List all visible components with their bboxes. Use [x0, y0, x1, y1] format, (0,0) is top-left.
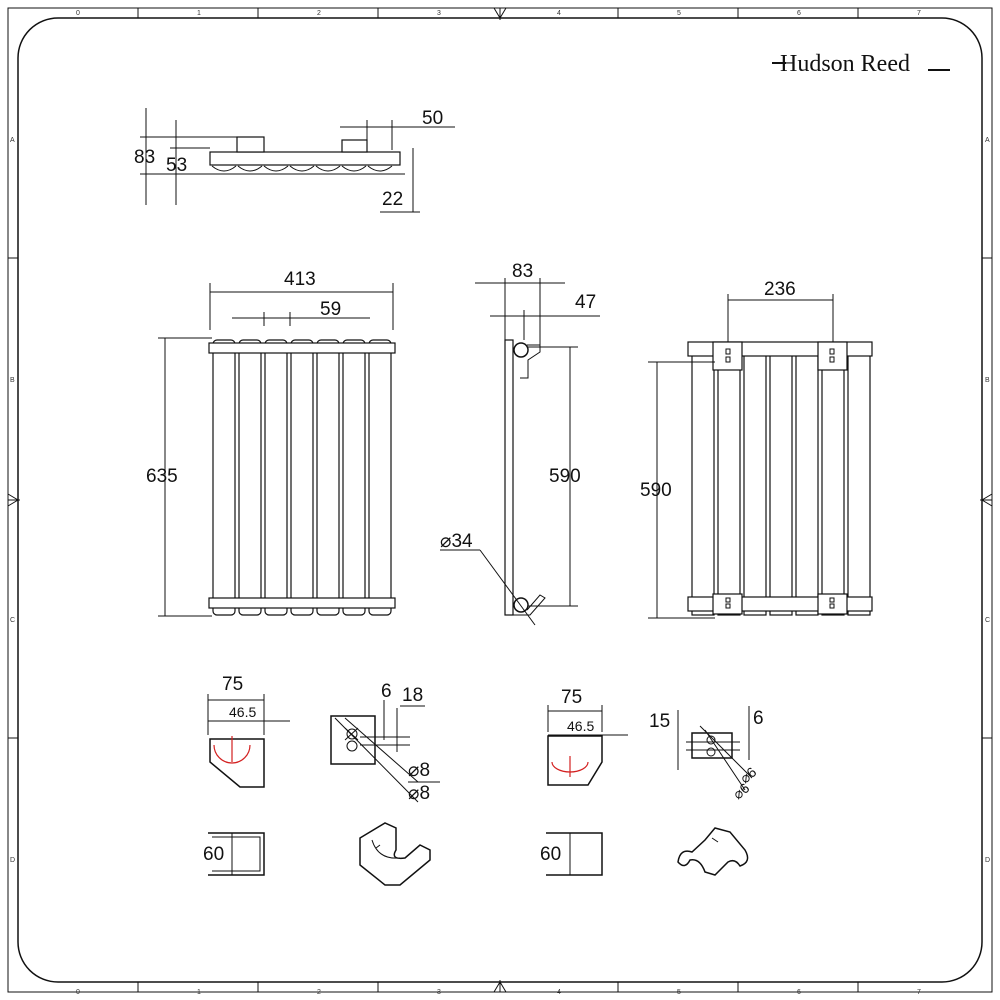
svg-text:3: 3 — [437, 10, 441, 17]
rear-bracket-top-right — [817, 341, 848, 371]
dim-top-22: 22 — [382, 189, 403, 210]
dim-front-59: 59 — [320, 299, 341, 320]
svg-text:A: A — [10, 137, 15, 144]
brand-logo: Hudson Reed — [772, 51, 950, 77]
svg-text:D: D — [985, 857, 990, 864]
svg-text:B: B — [10, 377, 15, 384]
dim-bracket-b-60: 60 — [540, 844, 561, 865]
centering-marks — [7, 7, 993, 993]
side-view-dimensions — [440, 278, 600, 626]
top-view-bracket-left — [236, 136, 265, 153]
front-view: 413 59 635 — [146, 269, 396, 617]
svg-text:3: 3 — [437, 989, 441, 996]
svg-text:1: 1 — [197, 10, 201, 17]
svg-text:5: 5 — [677, 989, 681, 996]
top-view-dimensions — [140, 108, 455, 213]
dim-bracket-a-18: 18 — [402, 685, 423, 706]
dim-bracket-a-46-5: 46.5 — [229, 704, 256, 720]
svg-text:B: B — [985, 377, 990, 384]
svg-text:C: C — [10, 617, 15, 624]
rear-view-dimensions — [648, 294, 834, 619]
rear-bracket-top-left — [712, 341, 743, 371]
svg-text:1: 1 — [197, 989, 201, 996]
border-row-labels: A B C D A B C D — [10, 137, 990, 864]
bracket-a-bottom: 60 — [203, 832, 265, 876]
svg-text:4: 4 — [557, 989, 561, 996]
dim-front-635: 635 — [146, 466, 178, 487]
dim-front-413: 413 — [284, 269, 316, 290]
dim-bracket-b-15: 15 — [649, 711, 670, 732]
bracket-a-front: 75 46.5 — [207, 674, 290, 788]
bracket-a-side: 6 18 ⌀8 ⌀8 — [330, 681, 440, 804]
bracket-b-bottom: 60 — [540, 832, 603, 876]
front-view-dimensions — [158, 283, 394, 617]
svg-text:0: 0 — [76, 10, 80, 17]
svg-text:A: A — [985, 137, 990, 144]
svg-text:6: 6 — [797, 989, 801, 996]
dim-bracket-a-60: 60 — [203, 844, 224, 865]
dim-bracket-b-75: 75 — [561, 687, 582, 708]
dim-bracket-a-dia8-2: ⌀8 — [408, 783, 430, 804]
dim-top-50: 50 — [422, 108, 443, 129]
border-ticks — [8, 8, 992, 992]
dim-side-590: 590 — [549, 466, 581, 487]
svg-text:5: 5 — [677, 10, 681, 17]
side-view: 83 47 590 ⌀34 — [440, 261, 600, 626]
dim-top-83: 83 — [134, 147, 155, 168]
bracket-b-3d — [677, 827, 749, 876]
svg-text:7: 7 — [917, 10, 921, 17]
dim-bracket-a-75: 75 — [222, 674, 243, 695]
svg-text:C: C — [985, 617, 990, 624]
svg-text:2: 2 — [317, 989, 321, 996]
dim-side-dia34: ⌀34 — [440, 531, 473, 552]
bracket-b-side: 15 6 ⌀6 ⌀6 — [649, 706, 764, 802]
top-view-header — [209, 151, 401, 166]
dim-bracket-a-6: 6 — [381, 681, 392, 702]
dim-top-53: 53 — [166, 155, 187, 176]
dim-rear-236: 236 — [764, 279, 796, 300]
svg-text:2: 2 — [317, 10, 321, 17]
top-view-bracket-right — [341, 139, 368, 153]
dim-bracket-b-46-5: 46.5 — [567, 718, 594, 734]
dim-bracket-b-6: 6 — [753, 708, 764, 729]
svg-text:7: 7 — [917, 989, 921, 996]
border-column-labels: 0 1 2 3 4 5 6 7 0 1 2 3 4 5 6 7 — [76, 10, 921, 996]
dim-side-47: 47 — [575, 292, 596, 313]
dim-bracket-a-dia8-1: ⌀8 — [408, 760, 430, 781]
bracket-a-3d — [359, 822, 431, 886]
rear-view: 236 590 — [640, 279, 873, 619]
dim-side-83: 83 — [512, 261, 533, 282]
bracket-b-front: 75 46.5 — [547, 687, 628, 786]
svg-text:0: 0 — [76, 989, 80, 996]
brand-name: Hudson Reed — [780, 51, 910, 77]
svg-text:6: 6 — [797, 10, 801, 17]
top-view: 83 53 50 22 — [134, 108, 455, 213]
dim-rear-590: 590 — [640, 480, 672, 501]
svg-text:4: 4 — [557, 10, 561, 17]
svg-text:D: D — [10, 857, 15, 864]
